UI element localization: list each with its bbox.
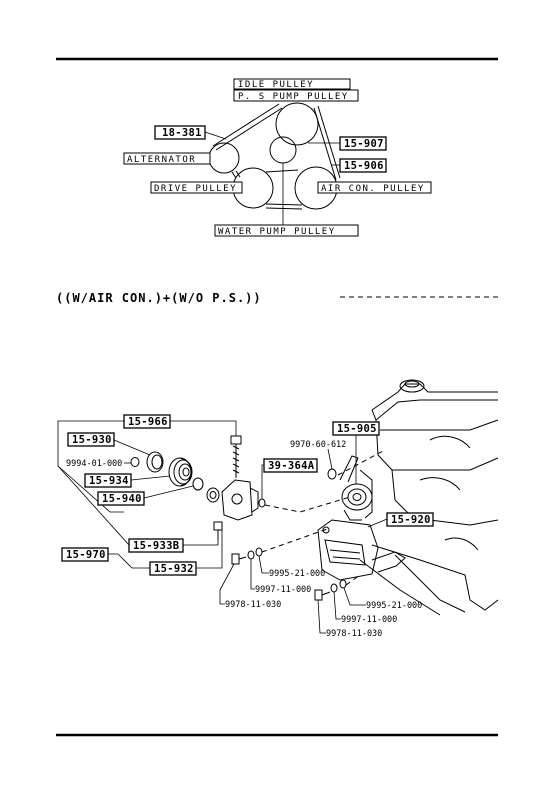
tensioner-15-905-drawing	[339, 455, 373, 521]
section-header: ((W/AIR CON.)+(W/O P.S.))	[56, 291, 498, 305]
part-9978-11-030-b: 9978-11-030	[326, 629, 382, 639]
part-15-940-box	[97, 491, 145, 506]
belt-air-con	[265, 105, 341, 210]
part-15-907: 15-907	[344, 138, 384, 150]
part-9995-21-000-b: 9995-21-000	[366, 601, 422, 611]
part-9995-a-leader	[258, 555, 269, 574]
part-15-920-leader	[367, 518, 388, 528]
alternator-pulley-wheel	[208, 142, 240, 174]
washer-39-364a-drawing	[258, 498, 266, 508]
belt-routing-diagram: IDLE PULLEY P. S PUMP PULLEY 18-381 ALTE…	[123, 78, 432, 237]
alternator-label-box	[123, 152, 211, 165]
part-18-381: 18-381	[162, 127, 202, 139]
water-pump-pulley-label: WATER PUMP PULLEY	[218, 227, 336, 237]
idle-pulley-wheel	[275, 102, 319, 146]
pulley-15-934-drawing	[168, 457, 193, 487]
exploded-view: 15-966 15-930 9994-01-000 15-934 15-940 …	[57, 379, 499, 639]
part-15-966-box	[123, 414, 171, 429]
washer-9970-drawing	[327, 468, 337, 480]
part-9997-11-000-b: 9997-11-000	[341, 615, 397, 625]
belt-alternator	[212, 103, 283, 179]
part-15-933b-box	[128, 538, 184, 553]
part-15-933b: 15-933B	[133, 540, 179, 552]
cover-15-930-drawing	[146, 451, 164, 473]
part-15-940: 15-940	[102, 493, 142, 505]
part-9994-01-000: 9994-01-000	[66, 459, 122, 469]
alternator-label: ALTERNATOR	[127, 155, 196, 165]
part-9997-b-leader	[333, 591, 341, 620]
part-9978-11-030-a: 9978-11-030	[225, 600, 281, 610]
part-15-940-leader	[143, 485, 194, 499]
part-9970-60-612: 9970-60-612	[290, 440, 346, 450]
assembly-dashed-lines	[261, 449, 386, 586]
part-15-966: 15-966	[128, 416, 168, 428]
washer-9994-drawing	[130, 457, 140, 467]
part-15-932-leader	[196, 530, 223, 569]
part-15-933b-leader	[183, 540, 219, 546]
part-9997-11-000-a: 9997-11-000	[255, 585, 311, 595]
bolt-9978-b-drawing	[314, 579, 347, 601]
part-15-970-leader	[108, 553, 150, 569]
part-15-920: 15-920	[391, 514, 431, 526]
spacer-15-940-drawing	[192, 477, 220, 503]
water-pump-pulley-label-box	[214, 224, 359, 237]
part-15-906: 15-906	[344, 160, 384, 172]
ps-pump-pulley-label: P. S PUMP PULLEY	[238, 92, 349, 102]
drive-pulley-label: DRIVE PULLEY	[154, 184, 237, 194]
part-15-934-box	[84, 473, 132, 488]
part-39-364a-leader	[261, 464, 264, 499]
part-15-932-box	[149, 561, 197, 576]
part-15-933b-bracket	[57, 465, 130, 546]
part-18-381-box	[154, 125, 206, 140]
part-15-907-box	[339, 136, 387, 151]
part-15-934-leader	[130, 475, 171, 481]
part-9995-21-000-a: 9995-21-000	[269, 569, 325, 579]
bracket-15-920-drawing	[317, 519, 406, 581]
drive-pulley-label-box	[150, 181, 243, 194]
section-header-text: ((W/AIR CON.)+(W/O P.S.))	[56, 291, 262, 305]
part-15-930: 15-930	[72, 434, 112, 446]
part-15-930-leader	[113, 439, 151, 456]
part-15-906-box	[339, 158, 387, 173]
part-18-381-leader	[204, 131, 227, 140]
part-9995-b-leader	[343, 587, 366, 606]
air-con-pulley-label: AIR CON. PULLEY	[321, 184, 425, 194]
bolt-15-966-drawing	[230, 435, 242, 478]
ps-pump-pulley-label-box	[233, 89, 359, 102]
water-pump-pulley-wheel	[269, 136, 297, 164]
part-15-932: 15-932	[154, 563, 194, 575]
part-15-934: 15-934	[89, 475, 129, 487]
part-9997-a-leader	[250, 559, 255, 590]
part-9970-leader	[327, 448, 333, 470]
bolt-9978-a-drawing	[231, 547, 263, 565]
idle-pulley-label-box	[233, 78, 351, 90]
part-15-970-box	[61, 547, 109, 562]
part-39-364a-box	[263, 458, 318, 473]
air-con-pulley-label-box	[317, 181, 432, 194]
part-15-930-box	[67, 432, 115, 447]
part-15-905: 15-905	[337, 423, 377, 435]
adjuster-plate-drawing	[213, 479, 259, 540]
part-39-364a: 39-364A	[268, 460, 315, 472]
part-15-970: 15-970	[66, 549, 106, 561]
part-9978-a-leader	[219, 563, 235, 605]
idle-pulley-label: IDLE PULLEY	[238, 80, 314, 90]
part-9978-b-leader	[317, 599, 326, 634]
engine-block-drawing	[359, 379, 499, 616]
part-15-920-box	[386, 512, 434, 527]
part-15-966-leader	[170, 420, 237, 436]
